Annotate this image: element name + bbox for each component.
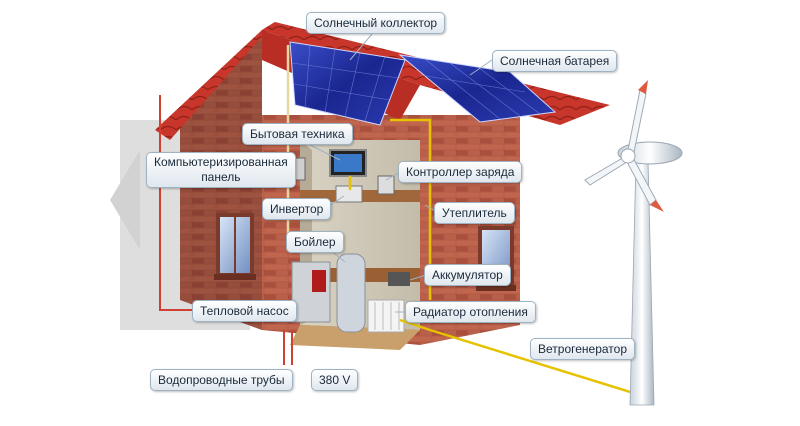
label-boiler: Бойлер (286, 231, 344, 253)
wind-turbine-icon (584, 80, 683, 406)
electric-wires (348, 118, 641, 397)
charge-controller-box (377, 175, 395, 195)
solar-panel-icon (398, 54, 557, 123)
label-accumulator: Аккумулятор (424, 264, 511, 286)
radiator-icon (367, 299, 405, 333)
label-voltage: 380 V (311, 369, 359, 391)
label-solar-collector: Солнечный коллектор (306, 12, 446, 34)
label-computer-panel-line1: Компьютеризированная (154, 155, 288, 169)
boiler-tank (336, 253, 366, 333)
label-wind-generator: Ветрогенератор (530, 338, 636, 360)
label-radiator: Радиатор отопления (405, 301, 536, 323)
accumulator-battery (388, 272, 410, 286)
label-inverter: Инвертор (262, 198, 332, 220)
label-charge-controller: Контроллер заряда (398, 161, 523, 183)
label-heat-pump: Тепловой насос (192, 300, 297, 322)
label-water-pipes: Водопроводные трубы (150, 369, 293, 391)
label-solar-battery: Солнечная батарея (492, 50, 618, 72)
label-appliances: Бытовая техника (242, 123, 353, 145)
label-insulation: Утеплитель (434, 202, 515, 224)
label-computer-panel: Компьютеризированная панель (146, 152, 296, 188)
solar-collector-panel (289, 41, 406, 126)
label-computer-panel-line2: панель (201, 170, 241, 184)
roof-left-edge (155, 22, 275, 140)
